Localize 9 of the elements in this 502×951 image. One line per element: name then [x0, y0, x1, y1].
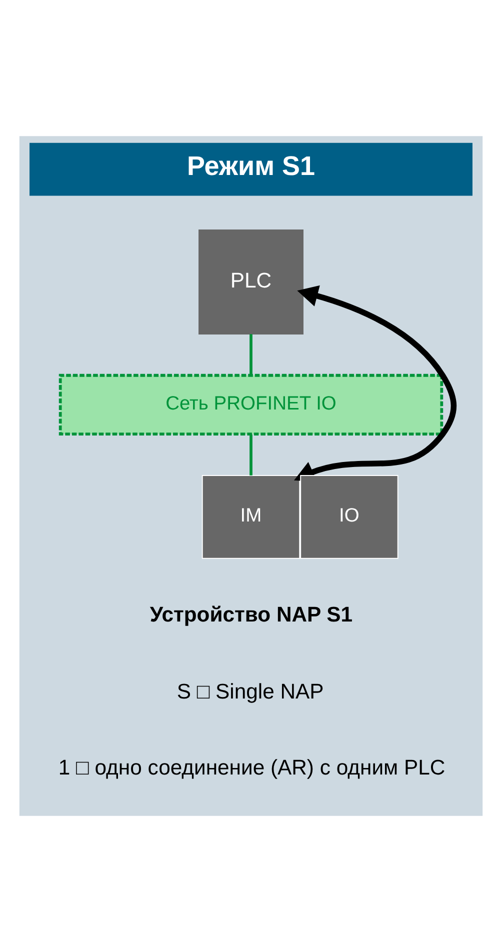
node-box: IM	[202, 474, 300, 558]
label: 1 □ одно соединение (AR) с одним PLC	[58, 756, 446, 780]
node-box: IO	[300, 474, 398, 558]
connector	[250, 434, 252, 475]
connector	[250, 334, 252, 375]
label: S □ Single NAP	[176, 680, 324, 704]
node-box: Сеть PROFINET IO	[58, 373, 444, 436]
node-box: PLC	[198, 228, 304, 334]
label: Устройство NAP S1	[150, 603, 353, 626]
